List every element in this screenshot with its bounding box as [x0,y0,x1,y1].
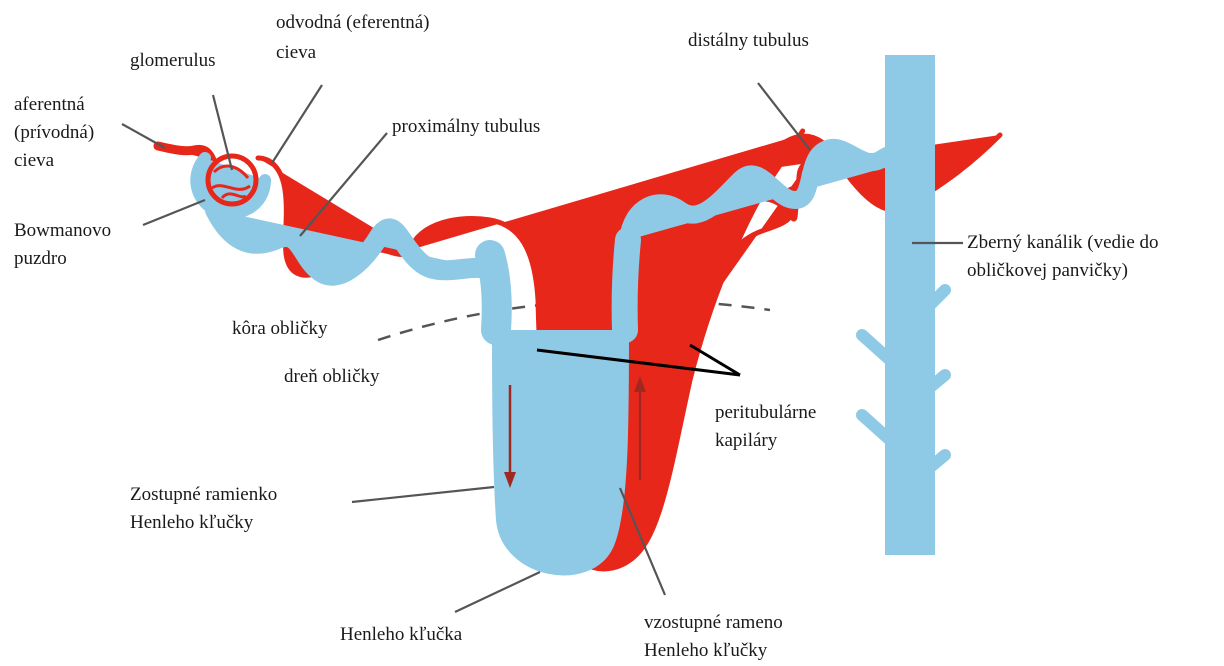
proximal-tubule-label: proximálny tubulus [392,116,540,137]
ascending-thick-segment [625,240,628,330]
cortex-label: kôra obličky [232,318,328,339]
afferent-vessel-label: aferentná [14,94,85,115]
collecting-duct-label-2: obličkovej panvičky) [967,260,1128,281]
afferent-vessel-label-2: (prívodná) [14,122,94,143]
ascending-limb-label-2: Henleho kľučky [644,640,768,661]
collecting-duct-label: Zberný kanálik (vedie do [967,232,1159,253]
distal-tubule-label: distálny tubulus [688,30,809,51]
descending-thick-segment [490,255,497,330]
efferent-vessel-label-2: cieva [276,42,317,63]
efferent-vessel-label: odvodná (eferentná) [276,12,430,33]
bowman-capsule-label: Bowmanovo [14,220,111,241]
descending-limb-label: Zostupné ramienko [130,484,277,505]
henle-loop-label: Henleho kľučka [340,624,463,645]
glomerulus-label: glomerulus [130,50,216,71]
peritubular-capillaries-label-2: kapiláry [715,430,778,451]
medulla-label: dreň obličky [284,366,380,387]
descending-limb-label-2: Henleho kľučky [130,512,254,533]
loop-of-henle-tube [496,330,625,571]
bowman-capsule-label-2: puzdro [14,248,67,269]
afferent-vessel-label-3: cieva [14,150,55,171]
peritubular-capillaries-label: peritubulárne [715,402,816,423]
ascending-limb-label: vzostupné rameno [644,612,783,633]
